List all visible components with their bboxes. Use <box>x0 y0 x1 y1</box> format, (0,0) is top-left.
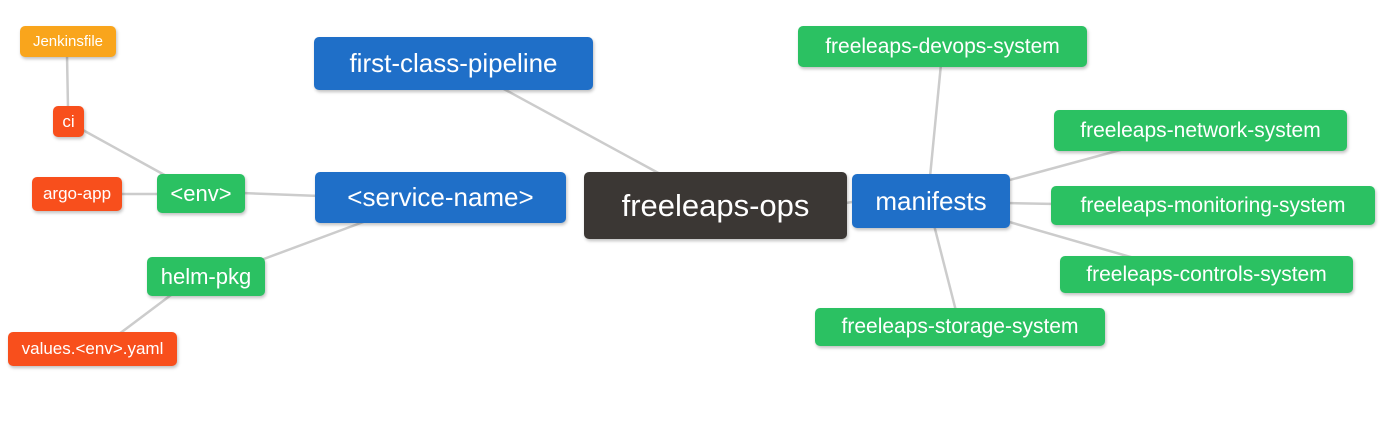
node-manifests[interactable]: manifests <box>852 174 1010 228</box>
node-freeleaps-monitoring-system[interactable]: freeleaps-monitoring-system <box>1051 186 1375 225</box>
edge-manifests-devops-system <box>928 62 943 179</box>
node-freeleaps-devops-system[interactable]: freeleaps-devops-system <box>798 26 1087 67</box>
node-freeleaps-storage-system[interactable]: freeleaps-storage-system <box>815 308 1105 346</box>
edge-ci-env <box>79 127 172 180</box>
node-service-name[interactable]: <service-name> <box>315 172 566 223</box>
node-env[interactable]: <env> <box>157 174 245 213</box>
node-helm-pkg[interactable]: helm-pkg <box>147 257 265 296</box>
edge-values-env-yaml-helm-pkg <box>117 293 173 336</box>
edge-manifests-controls-system <box>1004 219 1136 260</box>
node-freeleaps-network-system[interactable]: freeleaps-network-system <box>1054 110 1347 151</box>
edge-jenkinsfile-ci <box>65 53 70 110</box>
edge-manifests-storage-system <box>932 223 958 313</box>
node-freeleaps-ops[interactable]: freeleaps-ops <box>584 172 847 239</box>
edge-manifests-monitoring-system <box>1004 201 1058 206</box>
node-ci[interactable]: ci <box>53 106 84 137</box>
node-argo-app[interactable]: argo-app <box>32 177 122 211</box>
node-values-env-yaml[interactable]: values.<env>.yaml <box>8 332 177 366</box>
edge-first-class-pipeline-ops <box>500 86 664 177</box>
node-jenkinsfile[interactable]: Jenkinsfile <box>20 26 116 57</box>
node-first-class-pipeline[interactable]: first-class-pipeline <box>314 37 593 90</box>
node-freeleaps-controls-system[interactable]: freeleaps-controls-system <box>1060 256 1353 293</box>
edge-env-service-name <box>240 191 322 198</box>
edge-manifests-network-system <box>1004 147 1126 183</box>
edge-helm-pkg-service-name <box>259 219 368 262</box>
